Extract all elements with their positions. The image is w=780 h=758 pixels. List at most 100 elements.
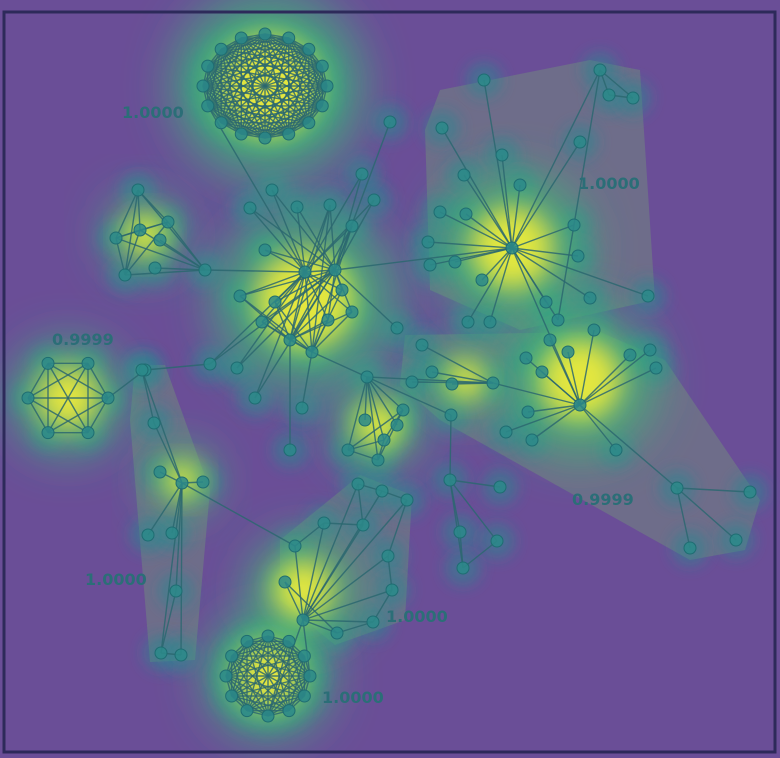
graph-edge	[531, 404, 581, 441]
graph-edge	[159, 239, 206, 271]
graph-node	[328, 263, 342, 277]
graph-edge	[181, 482, 296, 547]
graph-edge	[511, 247, 579, 257]
graph-edge	[311, 225, 353, 353]
graph-edge	[302, 483, 359, 621]
score-label-right-bottom: 0.9999	[572, 490, 634, 509]
graph-edge	[220, 48, 323, 107]
graph-edge	[246, 635, 269, 711]
graph-edge	[207, 48, 310, 107]
graph-edge	[302, 619, 311, 677]
graph-edge	[167, 221, 206, 271]
graph-edge	[302, 499, 408, 621]
graph-edge	[465, 213, 513, 249]
graph-edge	[115, 237, 206, 271]
graph-edge	[137, 189, 206, 271]
graph-node	[459, 207, 473, 221]
graph-edge	[153, 422, 183, 484]
graph-edge	[180, 482, 183, 656]
graph-edge	[511, 184, 521, 249]
graph-node	[358, 413, 372, 427]
graph-edge	[366, 376, 494, 384]
score-label-bottom-dense: 1.0000	[322, 688, 384, 707]
graph-edge	[511, 141, 581, 249]
graph-node	[118, 268, 132, 282]
graph-node	[302, 42, 316, 56]
graph-edge	[27, 362, 89, 399]
graph-edge	[676, 487, 691, 549]
graph-node	[201, 59, 215, 73]
graph-node	[405, 375, 419, 389]
graph-edge	[527, 404, 581, 413]
graph-node	[483, 315, 497, 329]
graph-node	[101, 391, 115, 405]
graph-edge	[202, 65, 323, 87]
graph-edge	[311, 311, 353, 353]
graph-edge	[541, 371, 581, 406]
graph-edge	[462, 540, 498, 569]
graph-node	[641, 289, 655, 303]
graph-edge	[421, 344, 494, 384]
graph-node	[282, 634, 296, 648]
graph-node	[643, 343, 657, 357]
graph-edge	[304, 271, 353, 313]
graph-node	[493, 480, 507, 494]
graph-node	[240, 704, 254, 718]
graph-node	[248, 391, 262, 405]
graph-edge	[141, 369, 183, 484]
graph-edge	[467, 247, 513, 323]
graph-node	[161, 215, 175, 229]
graph-node	[258, 243, 272, 257]
graph-edge	[579, 329, 595, 406]
graph-edge	[115, 189, 139, 239]
graph-edge	[449, 479, 498, 542]
graph-edge	[676, 487, 737, 541]
graph-edge	[207, 37, 289, 67]
graph-edge	[240, 48, 310, 135]
graph-node	[233, 289, 247, 303]
graph-edge	[240, 37, 266, 139]
graph-edge	[137, 189, 169, 223]
graph-edge	[264, 33, 323, 67]
graph-node	[421, 235, 435, 249]
graph-edge	[267, 635, 290, 711]
graph-edge	[511, 69, 601, 249]
graph-edge	[441, 127, 513, 249]
graph-node	[283, 333, 297, 347]
graph-edge	[221, 37, 289, 50]
graph-edge	[284, 581, 338, 634]
graph-node	[302, 116, 316, 130]
graph-node	[295, 401, 309, 415]
graph-edge	[501, 154, 513, 249]
graph-node	[169, 584, 183, 598]
graph-edge	[366, 376, 404, 411]
graph-node	[356, 518, 370, 532]
score-label-left-bottom: 1.0000	[85, 570, 147, 589]
graph-edge	[579, 354, 631, 406]
graph-node	[495, 148, 509, 162]
graph-edge	[511, 247, 591, 299]
graph-node	[561, 345, 575, 359]
graph-edge	[304, 199, 375, 273]
graph-node	[567, 218, 581, 232]
graph-edge	[207, 65, 328, 87]
graph-edge	[267, 655, 305, 717]
graph-node	[225, 649, 239, 663]
graph-node	[443, 473, 457, 487]
graph-edge	[308, 49, 323, 107]
graph-edge	[220, 48, 290, 135]
graph-node	[283, 443, 297, 457]
graph-edge	[431, 371, 494, 384]
graph-edge	[304, 271, 313, 353]
graph-node	[381, 549, 395, 563]
graph-edge	[449, 414, 452, 481]
graph-edge	[249, 207, 336, 271]
graph-edge	[288, 37, 328, 87]
graph-node	[81, 426, 95, 440]
graph-node	[456, 561, 470, 575]
graph-node	[444, 408, 458, 422]
graph-node	[360, 370, 374, 384]
graph-node	[41, 356, 55, 370]
graph-edge	[334, 247, 513, 271]
